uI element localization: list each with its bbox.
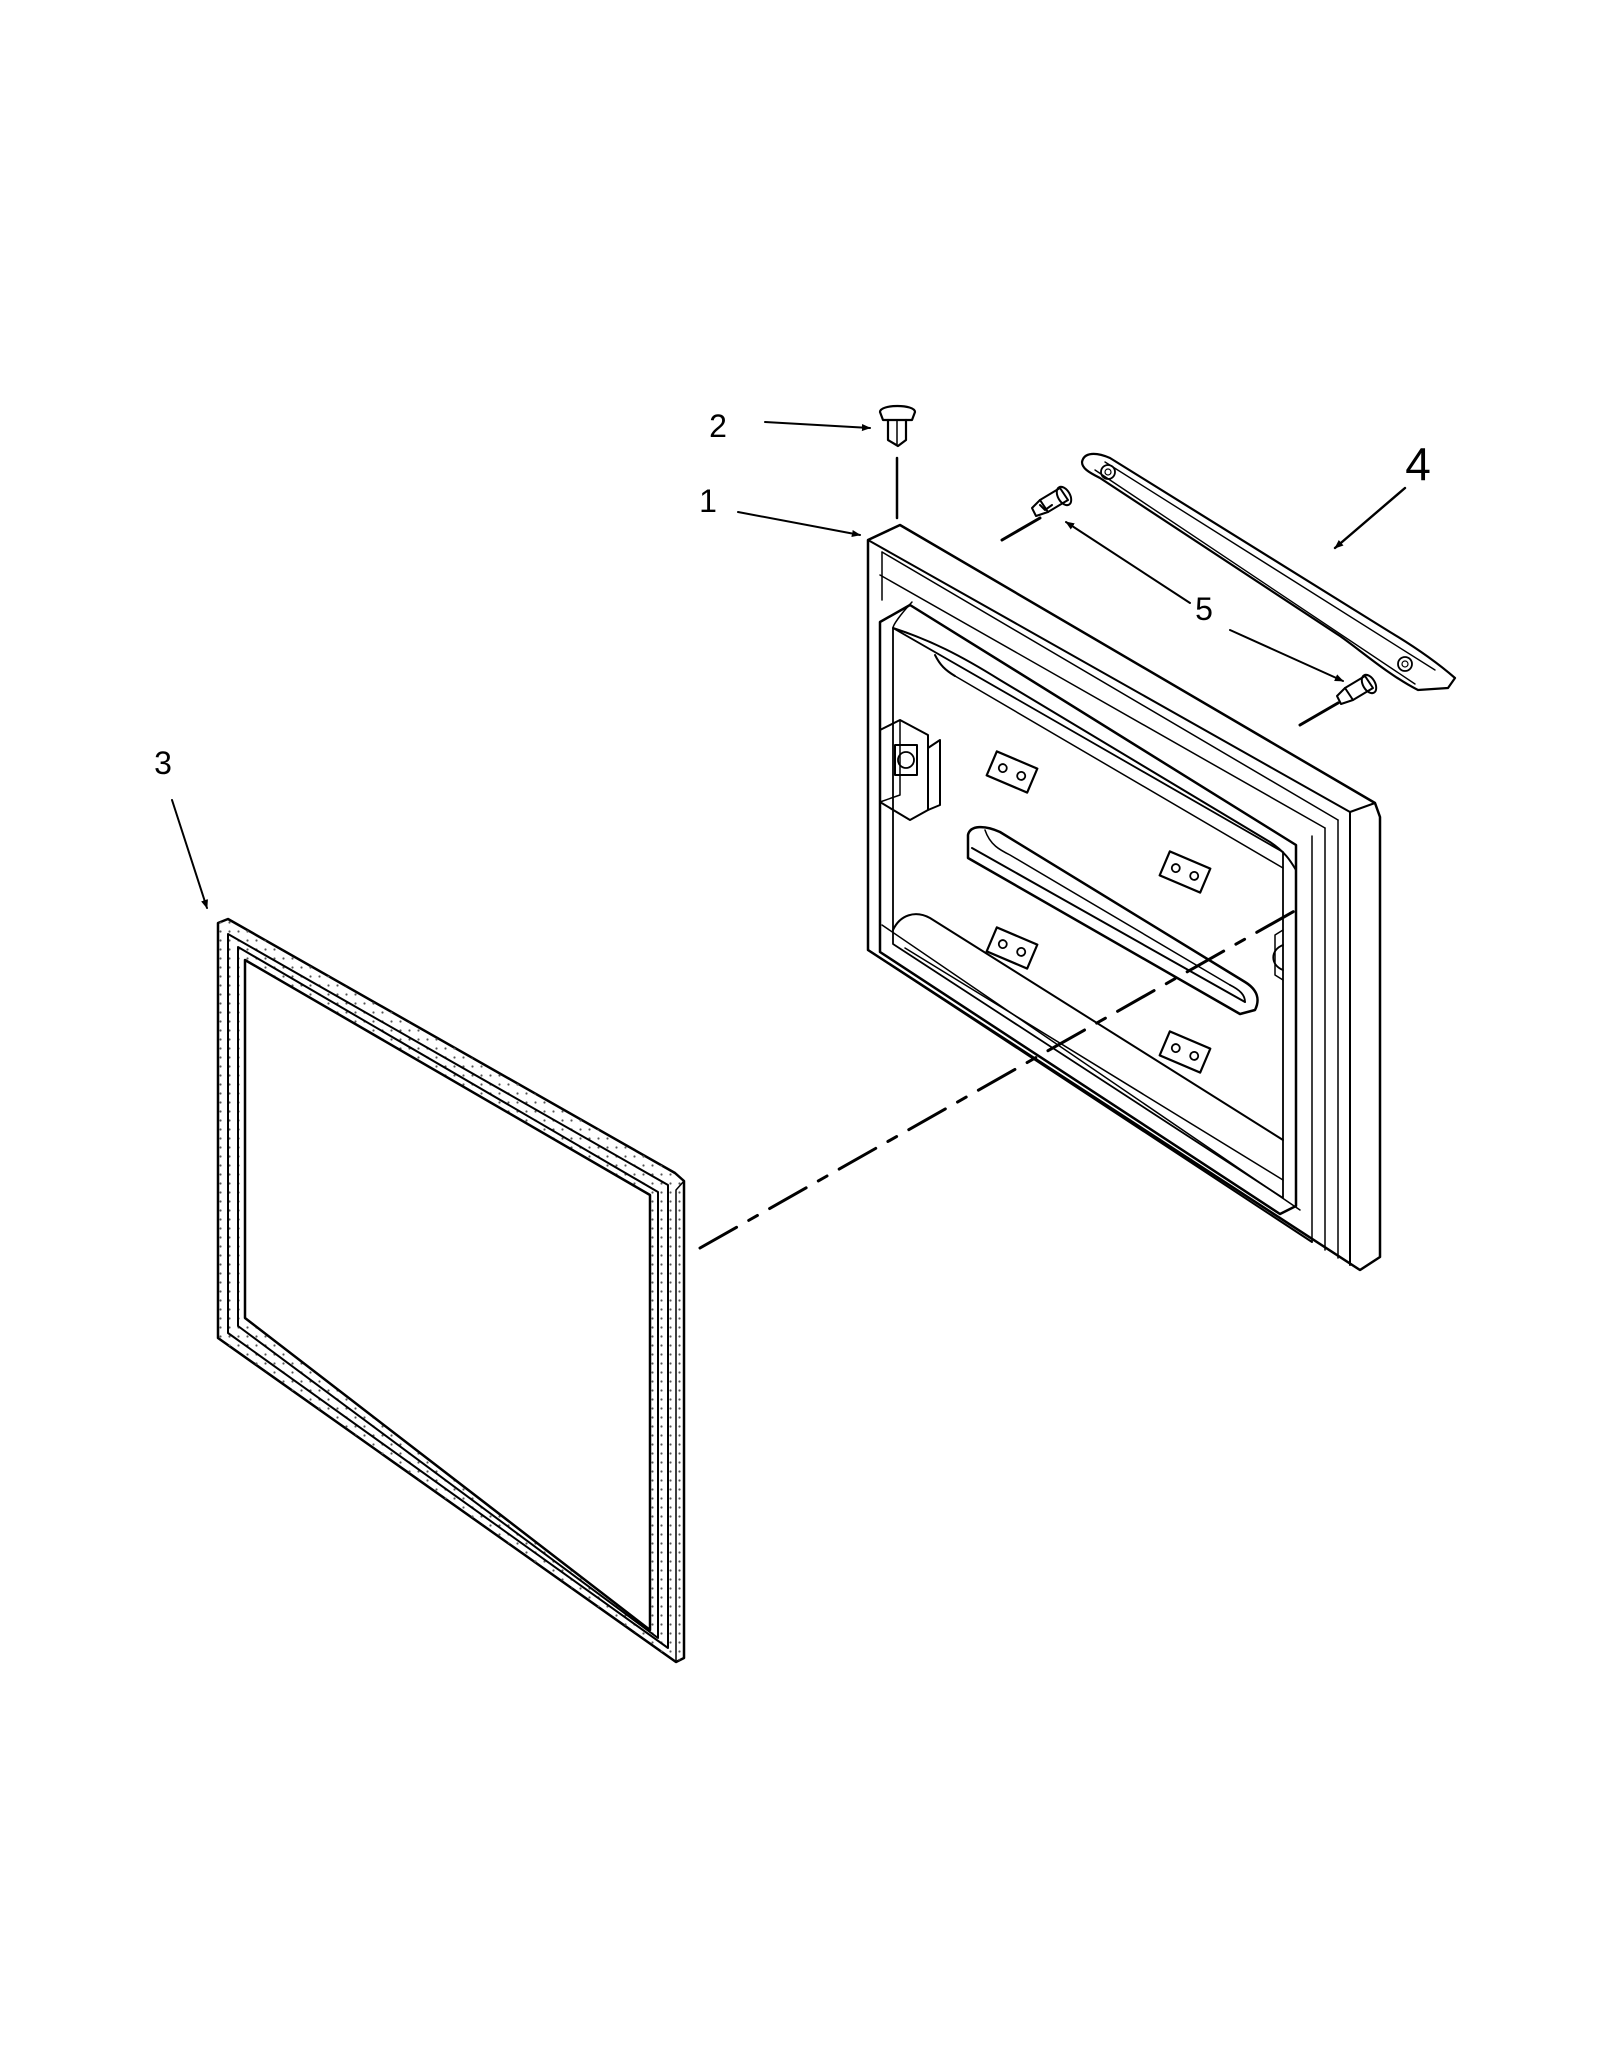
handle-stud-lower	[1336, 673, 1378, 705]
handle-stud-upper	[1031, 485, 1073, 517]
door-handle-recess	[966, 825, 1259, 1016]
callout-part-3: 3	[154, 745, 172, 781]
door-gasket	[216, 917, 686, 1664]
leader-arrows	[171, 421, 1407, 909]
callout-part-2: 2	[709, 408, 727, 444]
door-plug	[878, 404, 917, 448]
freezer-door	[866, 523, 1382, 1272]
mounting-pads	[985, 750, 1212, 1074]
callout-part-5: 5	[1195, 591, 1213, 627]
callout-part-1: 1	[699, 483, 717, 519]
callout-part-4: 4	[1405, 438, 1431, 490]
hinge-bracket	[879, 719, 941, 821]
door-handle	[1080, 452, 1457, 692]
assembly-lines	[698, 516, 1340, 1250]
